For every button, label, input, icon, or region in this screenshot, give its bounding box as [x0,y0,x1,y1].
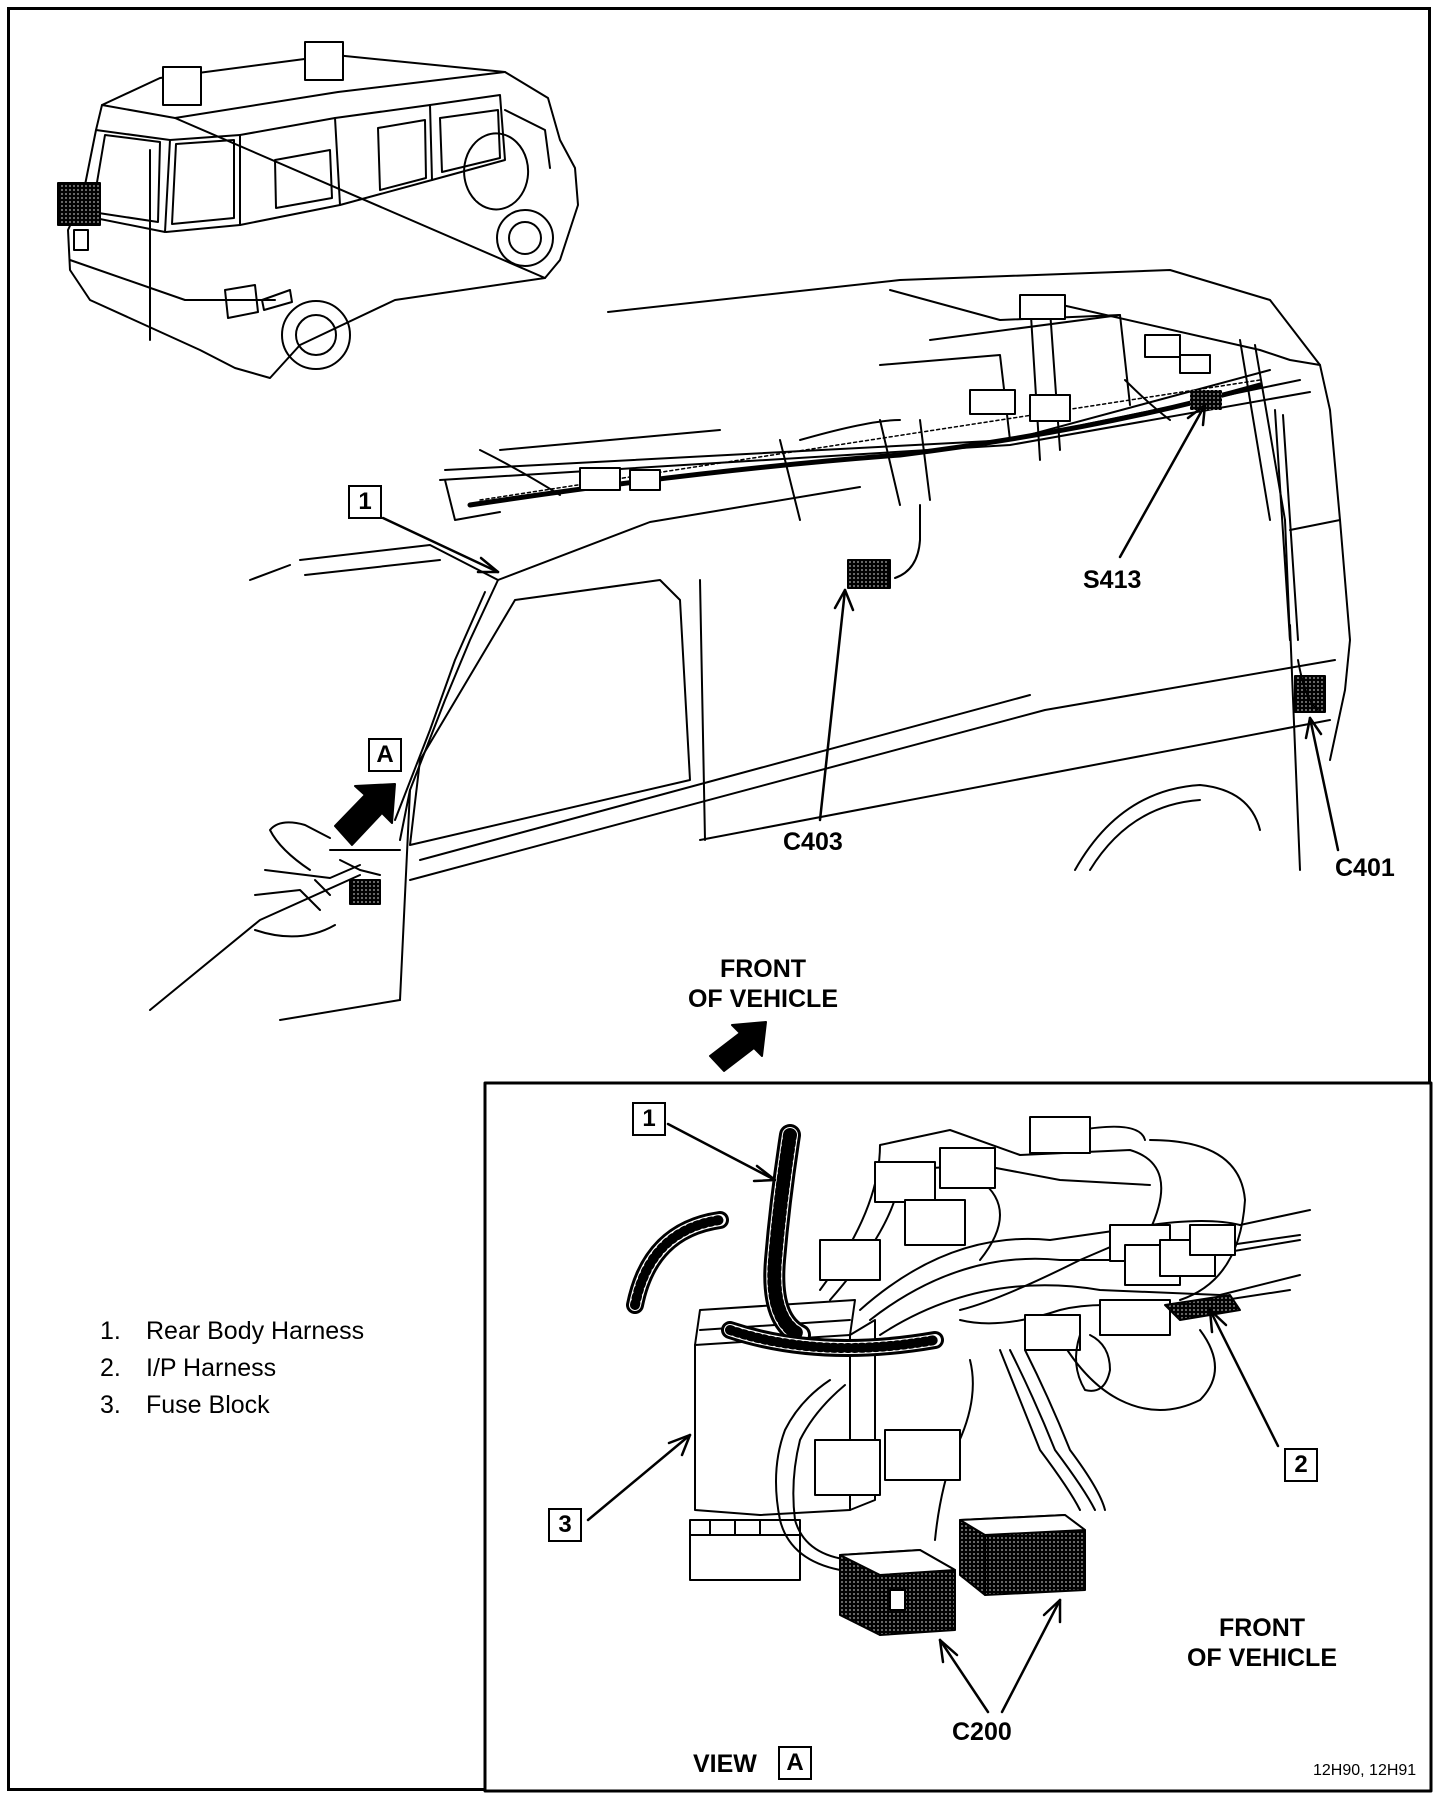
figure-code: 12H90, 12H91 [1313,1762,1417,1779]
front-of-vehicle-line2: OF VEHICLE [687,984,838,1013]
connector-c403-label: C403 [783,828,843,856]
legend-item-number: 1. [100,1317,121,1345]
main-leader-arrows [381,403,1340,852]
front-of-vehicle-line1: FRONT [719,955,807,983]
splice-s413-label: S413 [1083,566,1142,594]
front-of-vehicle-label-main: FRONT OF VEHICLE [678,955,848,1014]
legend-item: 3. Fuse Block [100,1387,364,1424]
legend-item: 2. I/P Harness [100,1350,364,1387]
front-of-vehicle-line2: OF VEHICLE [1186,1643,1337,1672]
view-callout-rear-body-harness: 1 [632,1102,666,1136]
legend-item: 1. Rear Body Harness [100,1313,364,1350]
connector-c401-label: C401 [1335,854,1395,882]
roof-structure [254,289,1326,938]
legend-item-text: Fuse Block [146,1391,270,1419]
connector-c200-label: C200 [952,1718,1012,1746]
callout-rear-body-harness: 1 [348,485,382,519]
view-a-caption: VIEW [693,1750,757,1778]
legend-item-text: Rear Body Harness [146,1317,365,1345]
view-leader-arrows [586,1122,1280,1714]
legend-item-number: 2. [100,1354,121,1382]
callout-view-a: A [368,738,402,772]
van-locator-thumbnail [57,41,579,379]
legend: 1. Rear Body Harness 2. I/P Harness 3. F… [100,1313,364,1424]
view-callout-fuse-block: 3 [548,1508,582,1542]
van-body-outline [149,269,1351,1021]
view-a-direction-arrow [334,783,396,846]
legend-item-number: 3. [100,1391,121,1419]
view-callout-ip-harness: 2 [1284,1448,1318,1482]
fuse-block-and-harness-detail [626,1116,1311,1636]
front-of-vehicle-arrow-main [709,1021,767,1072]
view-a-caption-box: A [778,1746,812,1780]
front-of-vehicle-line1: FRONT [1218,1614,1306,1642]
front-of-vehicle-label-view: FRONT OF VEHICLE [1172,1614,1352,1673]
legend-item-text: I/P Harness [146,1354,277,1382]
